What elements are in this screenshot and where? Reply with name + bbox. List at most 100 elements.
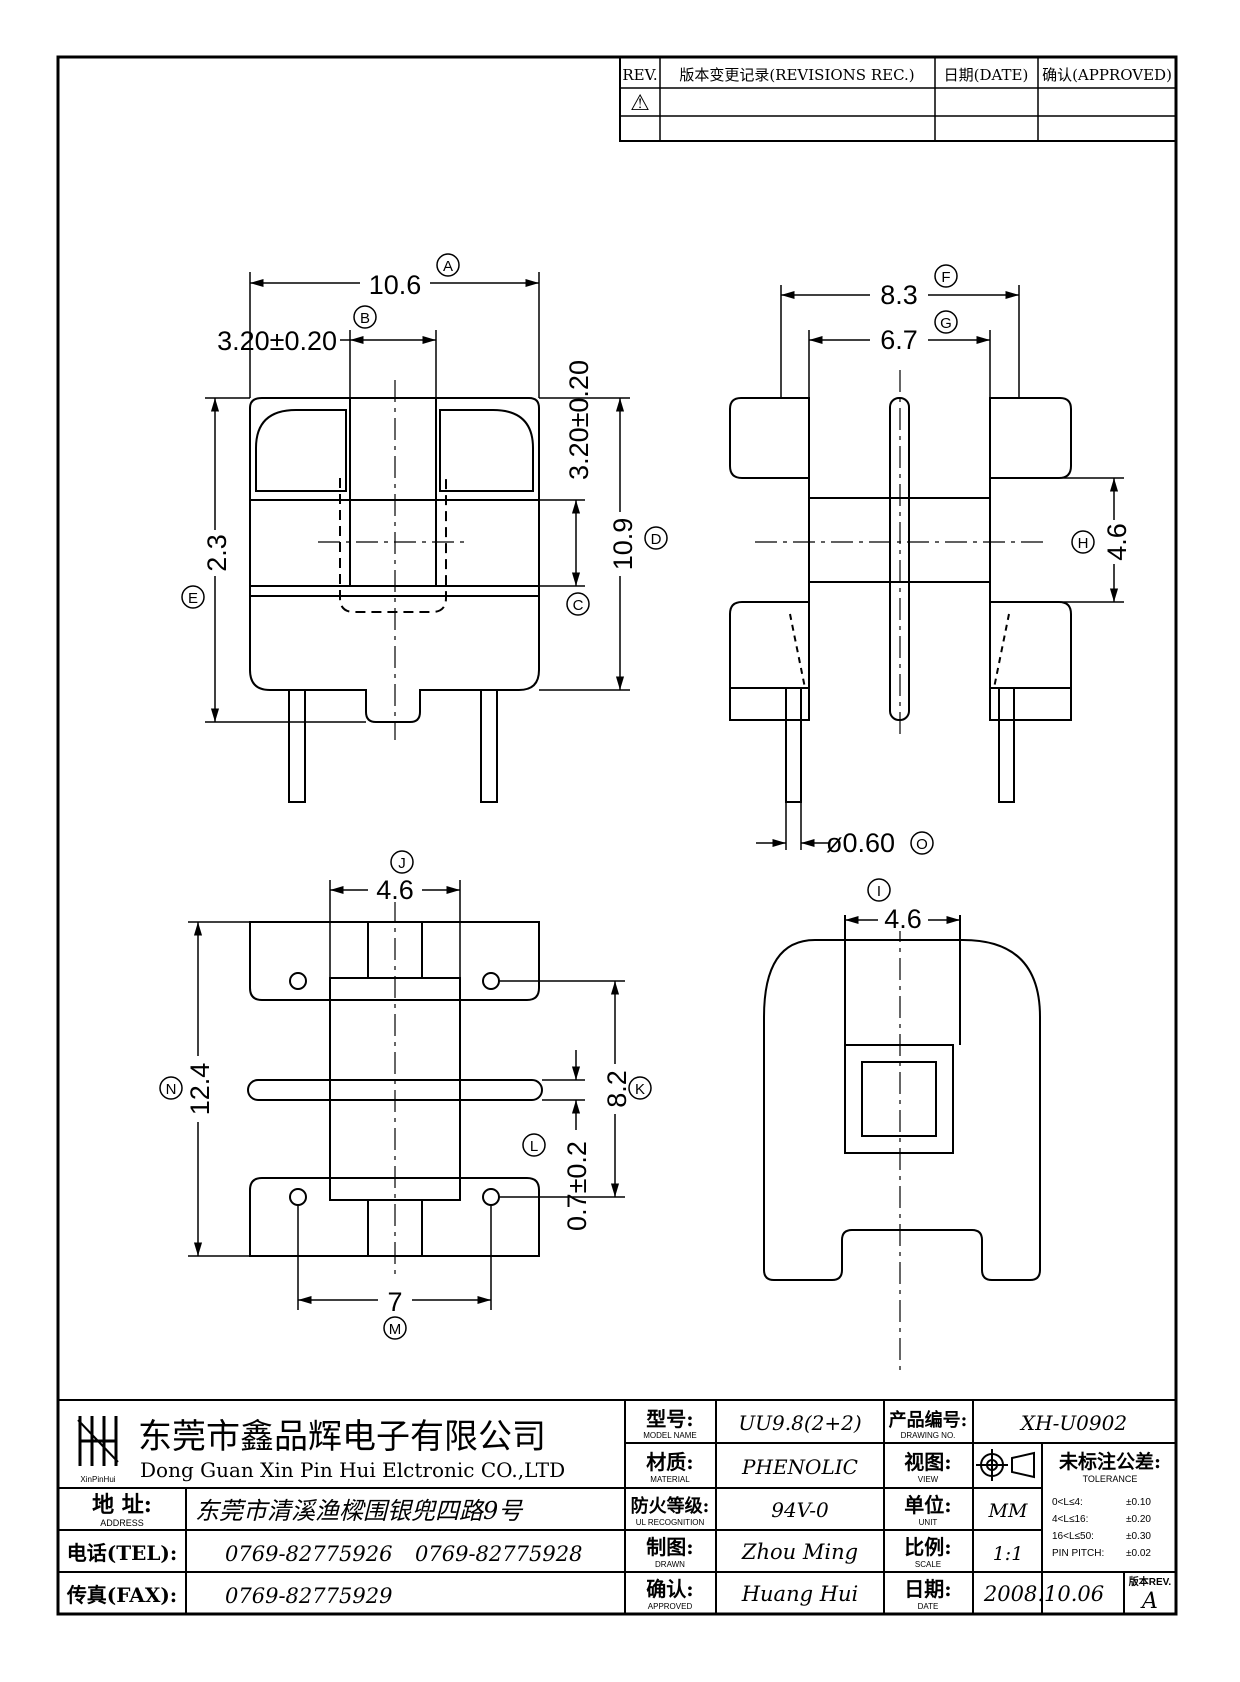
- drawn-label: 制图:: [646, 1535, 693, 1559]
- dim-O-balloon: [910, 831, 934, 855]
- company-logo-icon: [77, 1416, 119, 1466]
- drawing-no-label-en: DRAWING NO.: [901, 1431, 956, 1440]
- dim-F-balloon: [934, 264, 958, 288]
- tolerance-value-4: ±0.02: [1126, 1548, 1151, 1559]
- dim-O-letter: O: [916, 836, 928, 853]
- dim-B-letter: B: [360, 310, 370, 327]
- drawn-label-en: DRAWN: [655, 1560, 685, 1569]
- tolerance-label: 未标注公差:: [1058, 1450, 1161, 1473]
- top-view-dimension-labels: 4.6 J 12.4 N 8.2 K 0.7±0.2 L 7 M: [159, 850, 652, 1340]
- scale-label: 比例:: [904, 1535, 951, 1559]
- unit-value: MM: [988, 1500, 1028, 1522]
- approved-label: 确认:: [646, 1577, 693, 1601]
- date-value: 2008.10.06: [983, 1582, 1104, 1606]
- tolerance-range-4: PIN PITCH:: [1052, 1548, 1104, 1559]
- dim-F-value: 8.3: [880, 280, 918, 310]
- dim-M-letter: M: [389, 1321, 402, 1338]
- scale-label-en: SCALE: [915, 1560, 941, 1569]
- front-view-dimensions: [205, 272, 630, 723]
- dim-A-letter: A: [443, 258, 453, 275]
- dim-H-value: 4.6: [1102, 523, 1132, 561]
- dim-J-balloon: [390, 850, 414, 874]
- revision-block: REV. 版本变更记录(REVISIONS REC.) 日期(DATE) 确认(…: [619, 56, 1177, 142]
- dim-O-value: ø0.60: [826, 828, 895, 858]
- dim-G-value: 6.7: [880, 325, 918, 355]
- dim-N-value: 12.4: [185, 1063, 215, 1116]
- dim-I-value: 4.6: [884, 904, 922, 934]
- tolerance-range-1: 0<L≤4:: [1052, 1497, 1083, 1508]
- dim-J-letter: J: [398, 855, 406, 872]
- dim-G-letter: G: [940, 315, 952, 332]
- tel-number-1: 0769-82775926: [225, 1542, 392, 1566]
- view-label-en: VIEW: [918, 1475, 939, 1484]
- front-view: [249, 380, 540, 803]
- rev-header: REV.: [622, 66, 657, 84]
- tel-number-2: 0769-82775928: [415, 1542, 582, 1566]
- dim-E-letter: E: [188, 590, 198, 607]
- rev-value: A: [1140, 1589, 1158, 1614]
- dim-C-balloon: [566, 592, 590, 616]
- dim-A-balloon: [436, 253, 460, 277]
- fax-label: 传真(FAX):: [66, 1583, 177, 1607]
- side-view: [729, 370, 1072, 803]
- dim-D-value: 10.9: [608, 518, 638, 571]
- title-block: XinPinHui 东莞市鑫品辉电子有限公司 Dong Guan Xin Pin…: [57, 1399, 1177, 1615]
- dim-L-balloon: [522, 1133, 546, 1157]
- fire-label-en: UL RECOGNITION: [636, 1518, 705, 1527]
- bottom-view: [763, 915, 1041, 1370]
- tolerance-value-1: ±0.10: [1126, 1497, 1151, 1508]
- dim-K-value: 8.2: [602, 1070, 632, 1108]
- date-header: 日期(DATE): [944, 66, 1029, 84]
- dim-H-balloon: [1071, 530, 1095, 554]
- model-label: 型号:: [646, 1407, 693, 1431]
- company-name-cn: 东莞市鑫品辉电子有限公司: [138, 1417, 546, 1457]
- bottom-view-dimension-labels: 4.6 I: [867, 878, 928, 934]
- company-name-en: Dong Guan Xin Pin Hui Elctronic CO.,LTD: [140, 1458, 565, 1482]
- address-value: 东莞市清溪渔樑围银兜四路9号: [195, 1497, 524, 1525]
- date-label: 日期:: [904, 1577, 951, 1601]
- side-view-dimensions: [756, 285, 1124, 850]
- scale-value: 1:1: [993, 1543, 1024, 1565]
- dim-B-balloon: [353, 305, 377, 329]
- dim-L-value: 0.7±0.2: [562, 1141, 592, 1231]
- dim-B-value: 3.20±0.20: [217, 326, 337, 356]
- dim-N-balloon: [159, 1076, 183, 1100]
- dim-E-value: 2.3: [202, 534, 232, 572]
- tolerance-label-en: TOLERANCE: [1083, 1474, 1138, 1484]
- revisions-header: 版本变更记录(REVISIONS REC.): [679, 66, 914, 84]
- projection-symbol-icon: [976, 1449, 1035, 1481]
- sheet-border: [56, 55, 1178, 1616]
- dim-A-value: 10.6: [369, 270, 422, 300]
- drawing-no-value: XH-U0902: [1019, 1411, 1127, 1435]
- material-value: PHENOLIC: [741, 1455, 858, 1479]
- dim-C-value: 3.20±0.20: [564, 360, 594, 480]
- fax-number: 0769-82775929: [225, 1584, 392, 1608]
- front-view-dimension-labels: 10.6 A 3.20±0.20 B 3.20±0.20 C 10.9 D 2.…: [181, 253, 668, 616]
- dim-L-letter: L: [530, 1138, 538, 1155]
- dim-D-balloon: [644, 526, 668, 550]
- address-label: 地 址:: [92, 1492, 152, 1518]
- dim-C-letter: C: [573, 597, 584, 614]
- dim-I-letter: I: [877, 883, 881, 900]
- fire-label: 防火等级:: [631, 1495, 710, 1517]
- dim-K-letter: K: [635, 1081, 645, 1098]
- model-label-en: MODEL NAME: [643, 1431, 697, 1440]
- drawing-no-label: 产品编号:: [889, 1409, 968, 1431]
- address-label-en: ADDRESS: [100, 1518, 144, 1528]
- approved-header: 确认(APPROVED): [1042, 66, 1172, 84]
- material-label-en: MATERIAL: [650, 1475, 690, 1484]
- date-label-en: DATE: [918, 1602, 939, 1611]
- tolerance-range-2: 4<L≤16:: [1052, 1514, 1088, 1525]
- tolerance-value-2: ±0.20: [1126, 1514, 1151, 1525]
- unit-label-en: UNIT: [919, 1518, 938, 1527]
- dim-D-letter: D: [651, 531, 662, 548]
- side-view-dimension-labels: 8.3 F 6.7 G 4.6 H ø0.60 O: [826, 264, 1132, 858]
- material-label: 材质:: [646, 1450, 693, 1474]
- unit-label: 单位:: [904, 1493, 951, 1517]
- dim-I-balloon: [867, 878, 891, 902]
- top-view-dimensions: [188, 880, 625, 1310]
- approved-label-en: APPROVED: [648, 1602, 693, 1611]
- dim-H-letter: H: [1078, 535, 1089, 552]
- dim-K-balloon: [628, 1076, 652, 1100]
